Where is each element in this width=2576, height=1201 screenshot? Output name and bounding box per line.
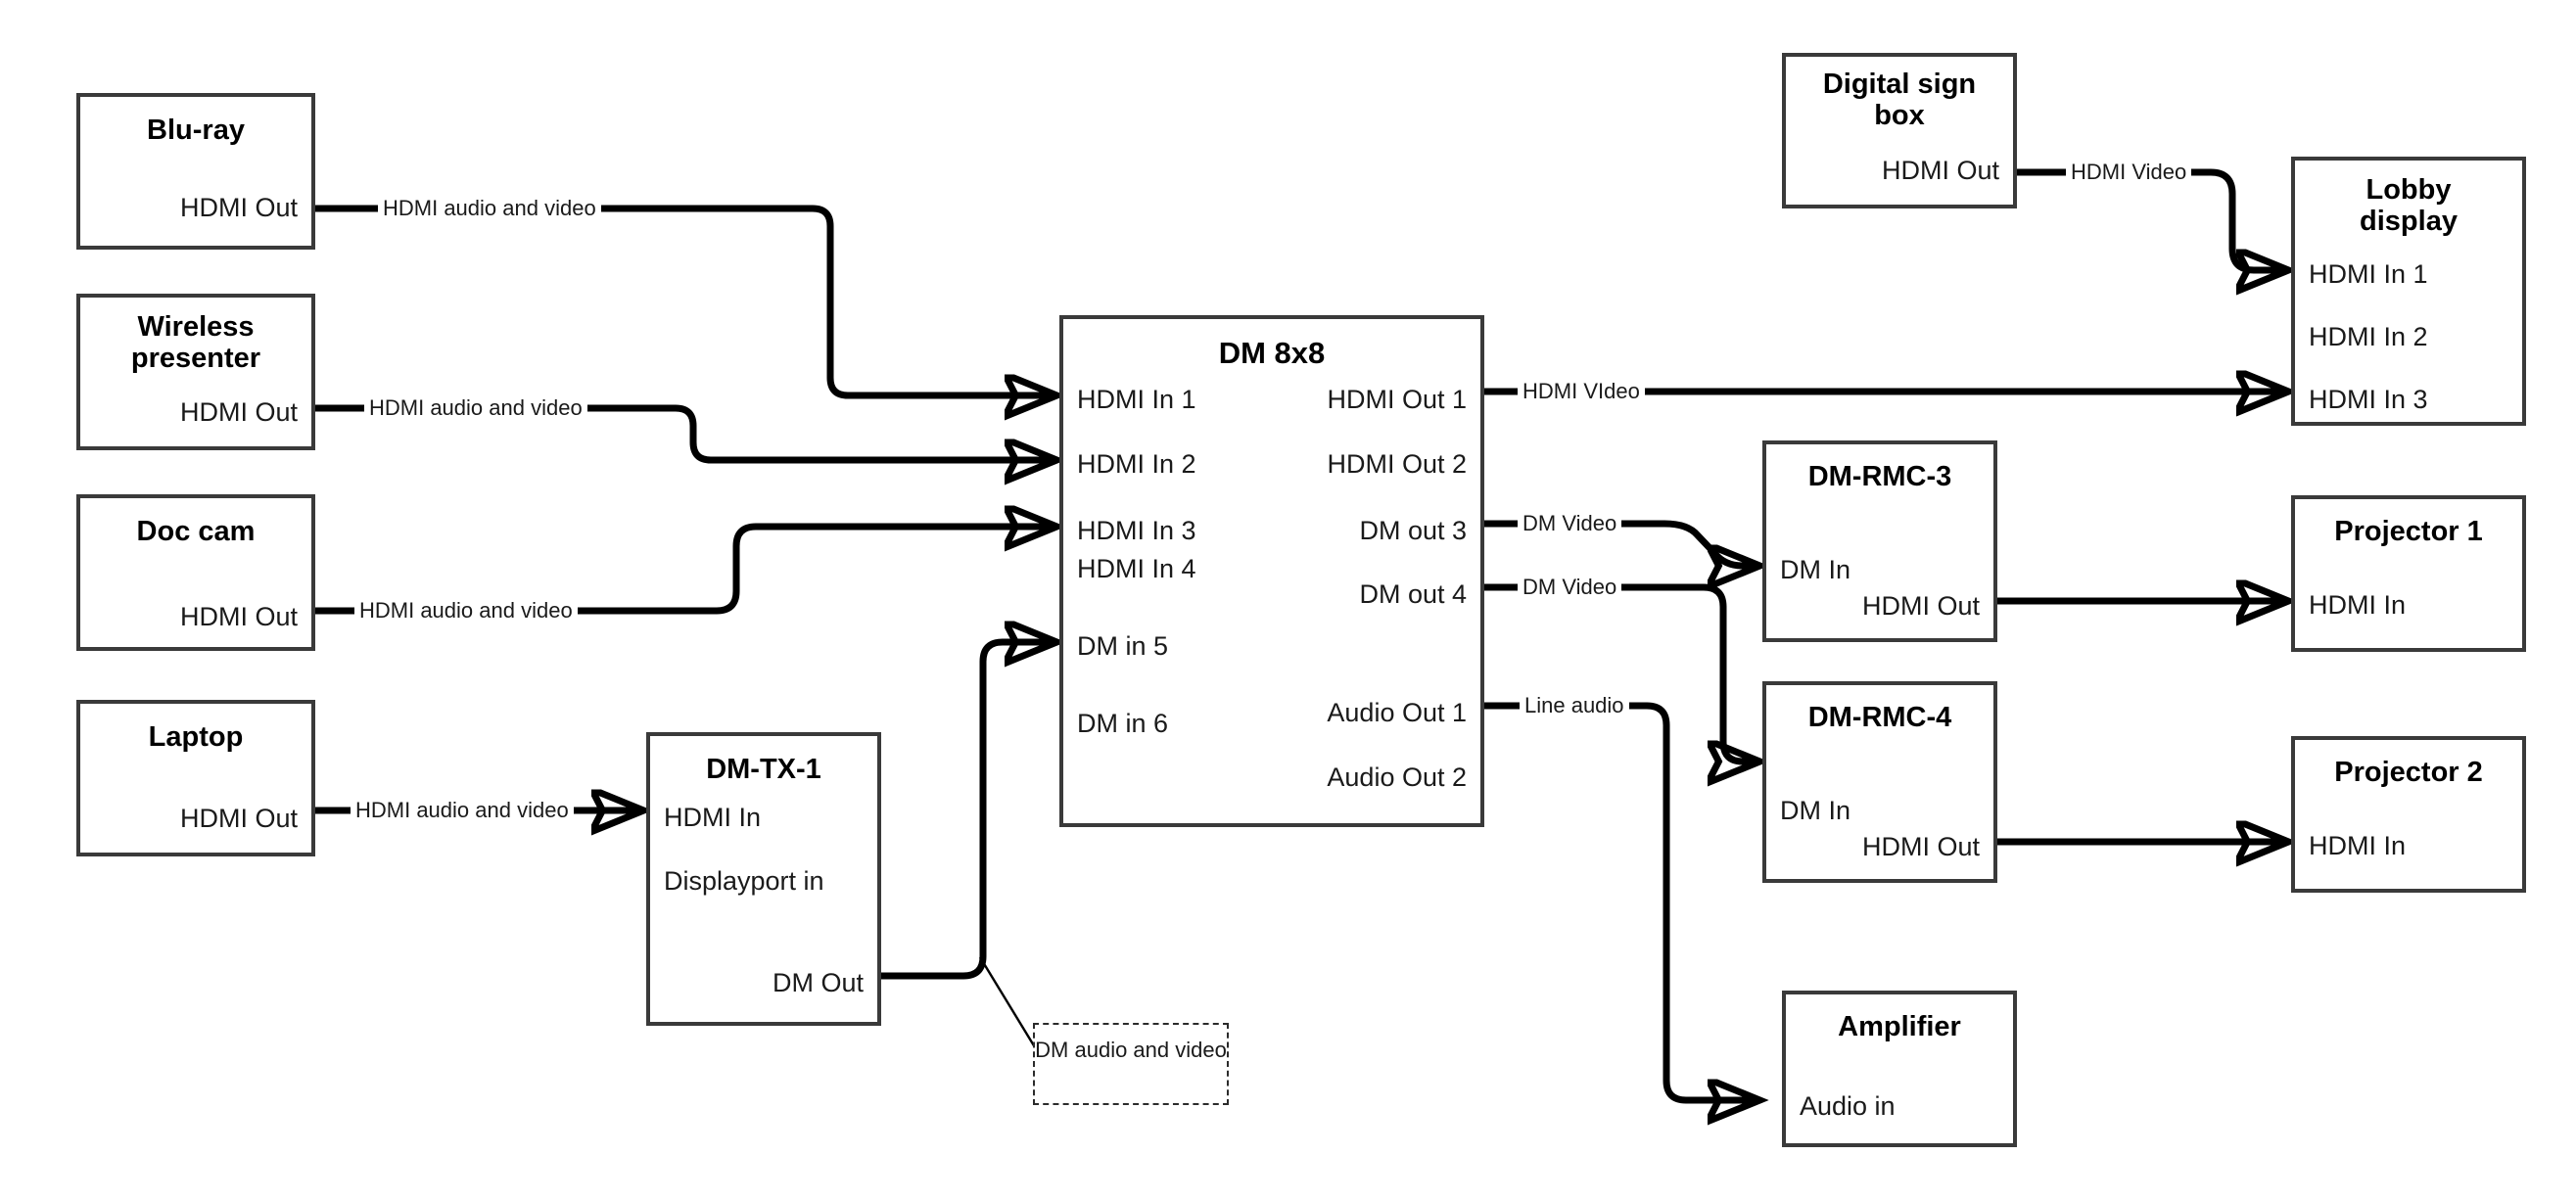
port-audio-out-2: Audio Out 2 (1327, 762, 1467, 792)
port-displayport-in: Displayport in (664, 866, 824, 896)
port-hdmi-in-4: HDMI In 4 (1077, 554, 1196, 583)
port-hdmi-out: HDMI Out (179, 193, 298, 222)
node-title: Lobby display (2360, 174, 2458, 238)
port-hdmi-in: HDMI In (664, 803, 762, 832)
note-leader-line (978, 956, 1037, 1048)
port-hdmi-in-2: HDMI In 2 (2309, 322, 2428, 351)
wire-doccam-to-dm-in3 (315, 527, 1055, 615)
port-hdmi-out: HDMI Out (179, 602, 298, 631)
port-hdmi-in-2: HDMI In 2 (1077, 449, 1196, 479)
port-hdmi-out: HDMI Out (179, 397, 298, 427)
wire-bluray-to-dm-in1 (315, 205, 1055, 395)
edge-label-dm-video-4: DM Video (1518, 577, 1622, 598)
node-wireless-presenter[interactable]: Wireless presenter HDMI Out (76, 294, 315, 450)
node-projector-1[interactable]: Projector 1 HDMI In (2291, 495, 2526, 652)
wire-dmout4-to-rmc4 (1484, 583, 1758, 762)
edge-label-hdmi-video-sign: HDMI Video (2066, 162, 2192, 183)
node-title: Laptop (148, 721, 244, 753)
node-laptop[interactable]: Laptop HDMI Out (76, 700, 315, 856)
wire-tx-to-dm-in5 (881, 642, 1055, 980)
port-hdmi-out-2: HDMI Out 2 (1327, 449, 1467, 479)
node-title: Projector 2 (2334, 757, 2483, 788)
port-hdmi-in: HDMI In (2309, 590, 2407, 620)
port-dm-in: DM In (1780, 796, 1851, 825)
node-title: DM-RMC-4 (1807, 702, 1952, 733)
port-hdmi-in-3: HDMI In 3 (1077, 516, 1196, 545)
port-hdmi-in-1: HDMI In 1 (1077, 385, 1196, 414)
edge-label-line-audio: Line audio (1520, 695, 1629, 716)
node-title: Blu-ray (147, 115, 245, 146)
port-audio-in: Audio in (1800, 1091, 1896, 1121)
wire-dmout3-to-rmc3 (1484, 520, 1758, 566)
port-dm-in-5: DM in 5 (1077, 631, 1169, 661)
port-hdmi-in: HDMI In (2309, 831, 2407, 860)
node-title: DM-TX-1 (706, 754, 821, 785)
wire-sign-to-lobby-in1 (2017, 168, 2287, 270)
edge-label-wireless: HDMI audio and video (364, 397, 587, 419)
port-dm-out: DM Out (772, 968, 864, 997)
port-hdmi-out-1: HDMI Out 1 (1327, 385, 1467, 414)
node-blu-ray[interactable]: Blu-ray HDMI Out (76, 93, 315, 250)
edge-label-bluray: HDMI audio and video (378, 198, 601, 219)
edge-label-dm-video-3: DM Video (1518, 513, 1622, 534)
port-dm-out-4: DM out 4 (1359, 579, 1467, 609)
node-title: Amplifier (1838, 1011, 1961, 1042)
node-title: Digital sign box (1822, 69, 1977, 132)
edge-label-laptop: HDMI audio and video (351, 800, 574, 821)
node-title: Wireless presenter (130, 311, 261, 375)
port-dm-in-6: DM in 6 (1077, 709, 1169, 738)
port-hdmi-out: HDMI Out (1861, 591, 1980, 621)
port-dm-in: DM In (1780, 555, 1851, 584)
node-dm-8x8[interactable]: DM 8x8 HDMI In 1 HDMI In 2 HDMI In 3 HDM… (1059, 315, 1484, 827)
port-hdmi-out: HDMI Out (1861, 832, 1980, 861)
node-dm-rmc-4[interactable]: DM-RMC-4 DM In HDMI Out (1762, 681, 1997, 883)
node-digital-sign-box[interactable]: Digital sign box HDMI Out (1782, 53, 2017, 208)
node-projector-2[interactable]: Projector 2 HDMI In (2291, 736, 2526, 893)
node-amplifier[interactable]: Amplifier Audio in (1782, 991, 2017, 1147)
node-title: DM 8x8 (1218, 336, 1326, 370)
node-title: Projector 1 (2334, 516, 2483, 547)
node-title: Doc cam (136, 516, 256, 547)
note-dm-audio-and-video: DM audio and video (1033, 1023, 1229, 1105)
port-hdmi-in-3: HDMI In 3 (2309, 385, 2428, 414)
port-dm-out-3: DM out 3 (1359, 516, 1467, 545)
port-hdmi-out: HDMI Out (179, 804, 298, 833)
port-hdmi-in-1: HDMI In 1 (2309, 259, 2428, 289)
node-doc-cam[interactable]: Doc cam HDMI Out (76, 494, 315, 651)
wire-audioout1-to-amp (1484, 702, 1758, 1100)
node-dm-rmc-3[interactable]: DM-RMC-3 DM In HDMI Out (1762, 440, 1997, 642)
edge-label-doccam: HDMI audio and video (354, 600, 578, 622)
node-lobby-display[interactable]: Lobby display HDMI In 1 HDMI In 2 HDMI I… (2291, 157, 2526, 426)
edge-label-hdmi-video-out1: HDMI VIdeo (1518, 381, 1645, 402)
port-hdmi-out: HDMI Out (1881, 156, 1999, 185)
node-dm-tx-1[interactable]: DM-TX-1 HDMI In Displayport in DM Out (646, 732, 881, 1026)
port-audio-out-1: Audio Out 1 (1327, 698, 1467, 727)
wire-wireless-to-dm-in2 (315, 404, 1055, 460)
node-title: DM-RMC-3 (1807, 461, 1952, 492)
